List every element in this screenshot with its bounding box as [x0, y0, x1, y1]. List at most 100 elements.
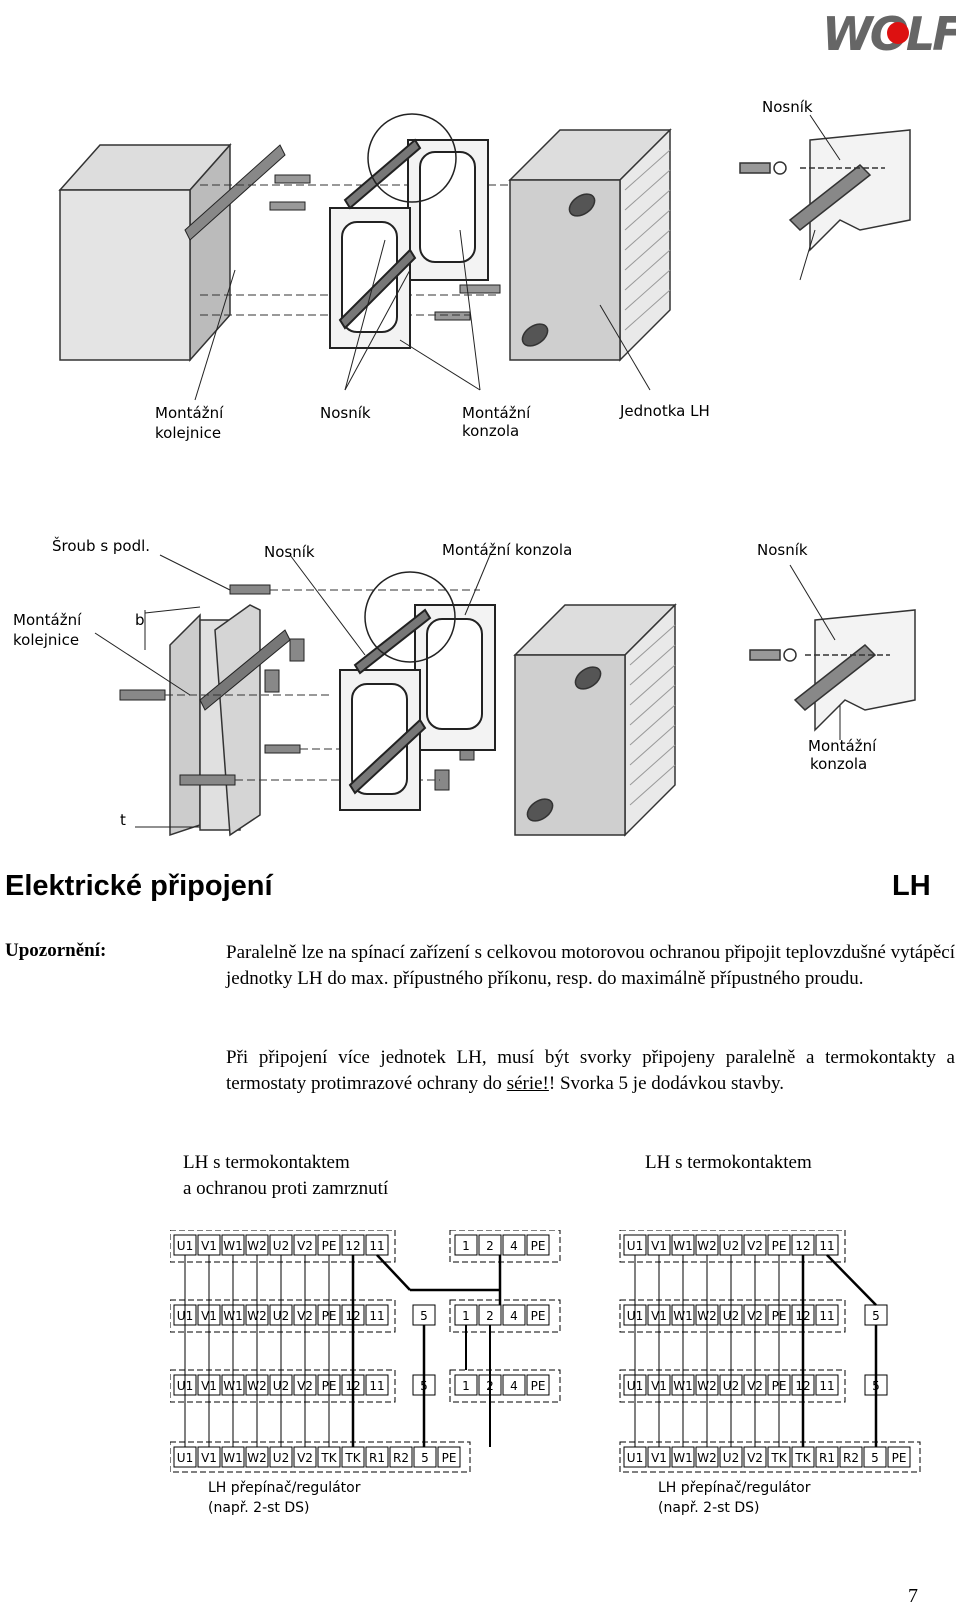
left-main-0-8-label: 11: [369, 1239, 384, 1253]
right-ctrl-6-label: TK: [770, 1451, 787, 1465]
label-konzola-right-2: konzola: [810, 755, 867, 773]
left-ctrl-9-label: R2: [393, 1451, 409, 1465]
left-main-2-8-box: [365, 1374, 389, 1396]
left-main-0-5-label: V2: [297, 1239, 313, 1253]
left-ctrl-5-label: V2: [297, 1451, 313, 1465]
right-ctrl-9-box: [839, 1446, 863, 1468]
left-ctrl-6-label: TK: [320, 1451, 337, 1465]
para2-underlined: série!: [506, 1073, 549, 1094]
left-main-0-0-label: U1: [177, 1239, 193, 1253]
left-main-1-8-label: 11: [369, 1309, 384, 1323]
right-ctrl-11-box: [887, 1446, 911, 1468]
right-ctrl-4-label: U2: [723, 1451, 739, 1465]
page-number: 7: [908, 1585, 918, 1607]
wall-column: [169, 604, 261, 837]
wolf-logo: WOLF: [820, 6, 960, 61]
left-frost-2-3-label: PE: [531, 1379, 546, 1393]
para2-text-b: ! Svorka 5 je dodávkou stavby.: [548, 1073, 785, 1094]
left-ctrl-11-label: PE: [442, 1451, 457, 1465]
left-frost-2-0-box: [454, 1374, 478, 1396]
left-ctrl-4-label: U2: [273, 1451, 289, 1465]
right-controller-note: (např. 2-st DS): [658, 1500, 760, 1516]
lh-unit: [508, 128, 672, 362]
left-frost-0-1-box: [478, 1234, 502, 1256]
left-frost-0-0-label: 1: [462, 1239, 470, 1253]
para2-text-a: Při připojení více jednotek LH, musí být…: [226, 1047, 955, 1094]
left-ctrl-11-box: [437, 1446, 461, 1468]
caption-right: LH s termokontaktem: [645, 1152, 812, 1173]
screws: [269, 174, 501, 321]
label-nosnik: Nosník: [320, 404, 371, 422]
right-unit-frame-1: [619, 1299, 846, 1333]
left-frost-frame-2: [449, 1369, 561, 1403]
logo-red-dot: [887, 22, 909, 44]
mounting-figure-1: Nosník Montážní kolejnice Nosník Montážn…: [40, 90, 940, 470]
left-ctrl-1-label: V1: [201, 1451, 217, 1465]
left-frost-frame-0: [449, 1229, 561, 1263]
detail-nosnik-2: [749, 609, 916, 732]
lh-unit-2: [513, 603, 677, 837]
left-frost-0-1-label: 2: [486, 1239, 494, 1253]
left-frost-0-3-label: PE: [531, 1239, 546, 1253]
left-frost-1-2-box: [502, 1304, 526, 1326]
right-t5-1-label: 5: [872, 1309, 880, 1323]
left-frost-1-3-label: PE: [531, 1309, 546, 1323]
left-main-1-8-box: [365, 1304, 389, 1326]
wiring-diagrams: U1V1W1W2U2V2PE1211124PEU1V1W1W2U2V2PE121…: [169, 1229, 930, 1570]
bolts-2: [119, 584, 475, 791]
right-main-0-7-label: 12: [795, 1239, 810, 1253]
right-ctrl-9-label: R2: [843, 1451, 859, 1465]
left-unit-frame-1: [169, 1299, 396, 1333]
section-heading: Elektrické připojení: [5, 870, 273, 902]
mounting-figure-2: Šroub s podl. Nosník Montážní konzola No…: [0, 535, 960, 855]
detail-nosnik: [739, 129, 911, 252]
wall-box: [58, 143, 232, 362]
left-ctrl-2-label: W1: [223, 1451, 243, 1465]
right-ctrl-11-label: PE: [892, 1451, 907, 1465]
right-main-0-2-label: W1: [673, 1239, 693, 1253]
right-ctrl-5-label: V2: [747, 1451, 763, 1465]
right-ctrl-1-label: V1: [651, 1451, 667, 1465]
left-main-2-8-label: 11: [369, 1379, 384, 1393]
left-ctrl-0-label: U1: [177, 1451, 193, 1465]
right-main-2-8-label: 11: [819, 1379, 834, 1393]
label-konzola-right-1: Montážní: [808, 737, 877, 755]
left-unit-frame-0: [169, 1229, 396, 1263]
right-ctrl-2-label: W1: [673, 1451, 693, 1465]
right-main-0-1-label: V1: [651, 1239, 667, 1253]
left-unit-frame-2: [169, 1369, 396, 1403]
left-frost-1-1-label: 2: [486, 1309, 494, 1323]
right-unit-frame-2: [619, 1369, 846, 1403]
right-main-0-8-label: 11: [819, 1239, 834, 1253]
note-label: Upozornění:: [5, 940, 107, 961]
left-frost-frame-1: [449, 1299, 561, 1333]
right-main-1-8-label: 11: [819, 1309, 834, 1323]
left-frost-1-2-label: 4: [510, 1309, 518, 1323]
caption-left-line1: LH s termokontaktem: [183, 1152, 350, 1173]
right-main-1-8-box: [815, 1304, 839, 1326]
left-main-0-4-label: U2: [273, 1239, 289, 1253]
left-controller-frame: [169, 1441, 471, 1473]
left-main-0-3-label: W2: [247, 1239, 267, 1253]
left-ctrl-8-label: R1: [369, 1451, 385, 1465]
left-main-0-6-label: PE: [322, 1239, 337, 1253]
right-ctrl-3-label: W2: [697, 1451, 717, 1465]
bracket-back: [407, 139, 489, 281]
detail-circle: [367, 113, 457, 203]
label-konzola-top: Montážní konzola: [442, 541, 572, 559]
bracket-back-2: [414, 604, 496, 751]
label-sroub: Šroub s podl.: [52, 536, 150, 555]
left-controller-label: LH přepínač/regulátor: [208, 1480, 361, 1496]
label-b: b: [135, 611, 145, 629]
right-main-0-0-label: U1: [627, 1239, 643, 1253]
right-ctrl-8-label: R1: [819, 1451, 835, 1465]
right-main-0-4-label: U2: [723, 1239, 739, 1253]
left-controller-note: (např. 2-st DS): [208, 1500, 310, 1516]
left-frost-0-3-box: [526, 1234, 550, 1256]
left-frost-0-2-label: 4: [510, 1239, 518, 1253]
section-tag: LH: [892, 870, 931, 902]
label-konzola-2: konzola: [462, 422, 519, 440]
right-ctrl-8-box: [815, 1446, 839, 1468]
right-ctrl-7-label: TK: [794, 1451, 811, 1465]
left-frost-1-0-label: 1: [462, 1309, 470, 1323]
